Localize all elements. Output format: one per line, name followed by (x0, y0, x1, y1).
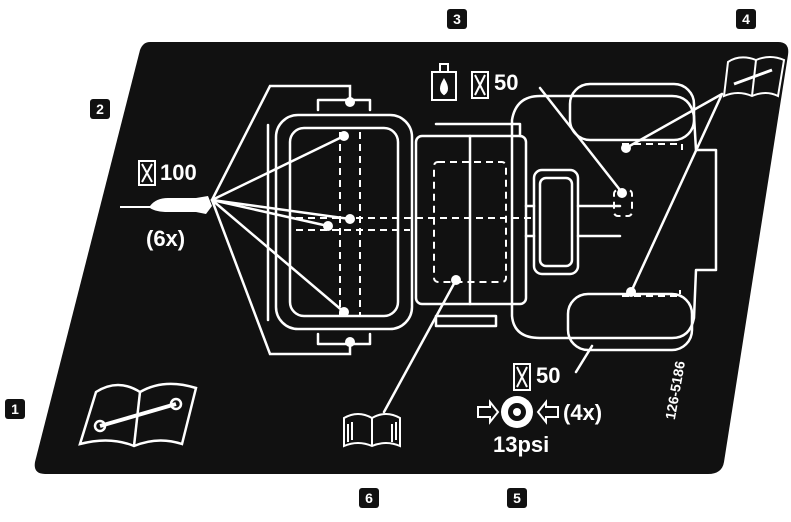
callout-5: 5 (507, 488, 527, 508)
grease-gun-icon (120, 196, 212, 214)
grease-point-count: (6x) (146, 226, 186, 251)
callout-6: 6 (359, 488, 379, 508)
belt-interval-label: 50 (536, 363, 561, 388)
tire-pressure-label: 13psi (493, 432, 550, 457)
engine-grille (532, 168, 580, 276)
open-book-wrench-icon (78, 382, 198, 448)
tire-count-label: (4x) (563, 400, 603, 425)
hourglass-icon (471, 71, 489, 99)
oil-container-icon (431, 63, 457, 101)
arrow-icon (477, 399, 559, 425)
rear-wheel-top (568, 82, 696, 142)
callout-1: 1 (5, 399, 25, 419)
tire-icon (501, 396, 533, 428)
callout-3: 3 (447, 9, 467, 29)
callout-4: 4 (736, 9, 756, 29)
grease-interval-label: 100 (160, 160, 197, 185)
callout-2: 2 (90, 99, 110, 119)
rear-body (510, 94, 718, 340)
hourglass-icon (513, 363, 531, 391)
open-book-icon (343, 413, 401, 448)
open-book-wrench-icon (722, 56, 786, 98)
hourglass-icon (138, 160, 156, 186)
oil-interval-label: 50 (494, 70, 519, 95)
mower-deck (274, 113, 414, 331)
